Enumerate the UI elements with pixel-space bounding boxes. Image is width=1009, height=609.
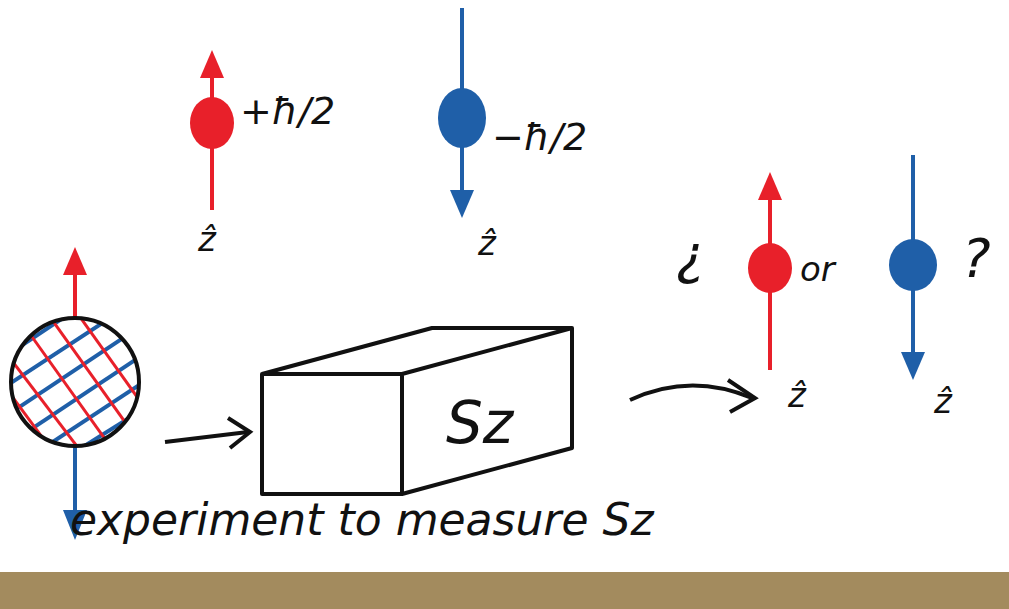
handwritten-label: experiment to measure Sz [70, 498, 654, 542]
arrow-head [758, 172, 782, 200]
spin-ball [889, 239, 937, 291]
handwritten-label: ẑ [478, 226, 496, 260]
spin-ball [190, 97, 234, 149]
spin-ball [11, 318, 139, 446]
arrow-head [901, 352, 925, 380]
handwritten-label: or [800, 252, 835, 286]
hatching [0, 300, 150, 480]
flow-arrow [630, 385, 752, 400]
handwritten-label: +ħ/2 [240, 92, 335, 130]
handwritten-label: ¿ [676, 228, 705, 282]
handwritten-label: ẑ [198, 222, 216, 256]
arrow-head [200, 50, 224, 78]
box-outline [258, 322, 578, 500]
arrow-head [228, 418, 250, 448]
handwritten-label: −ħ/2 [492, 118, 587, 156]
arrow-head [728, 380, 755, 412]
arrow-head [63, 247, 87, 275]
spin-ball [748, 243, 792, 293]
handwritten-label: ẑ [788, 378, 806, 412]
handwritten-label: ? [962, 232, 991, 286]
spin-ball [438, 88, 486, 148]
flow-arrow [165, 432, 248, 442]
box-edge [262, 328, 572, 494]
handwritten-label: ẑ [934, 384, 952, 418]
ground-band [0, 572, 1009, 609]
apparatus-box: Sz [258, 322, 578, 500]
arrow-head [450, 190, 474, 218]
box-label: Sz [446, 394, 513, 452]
